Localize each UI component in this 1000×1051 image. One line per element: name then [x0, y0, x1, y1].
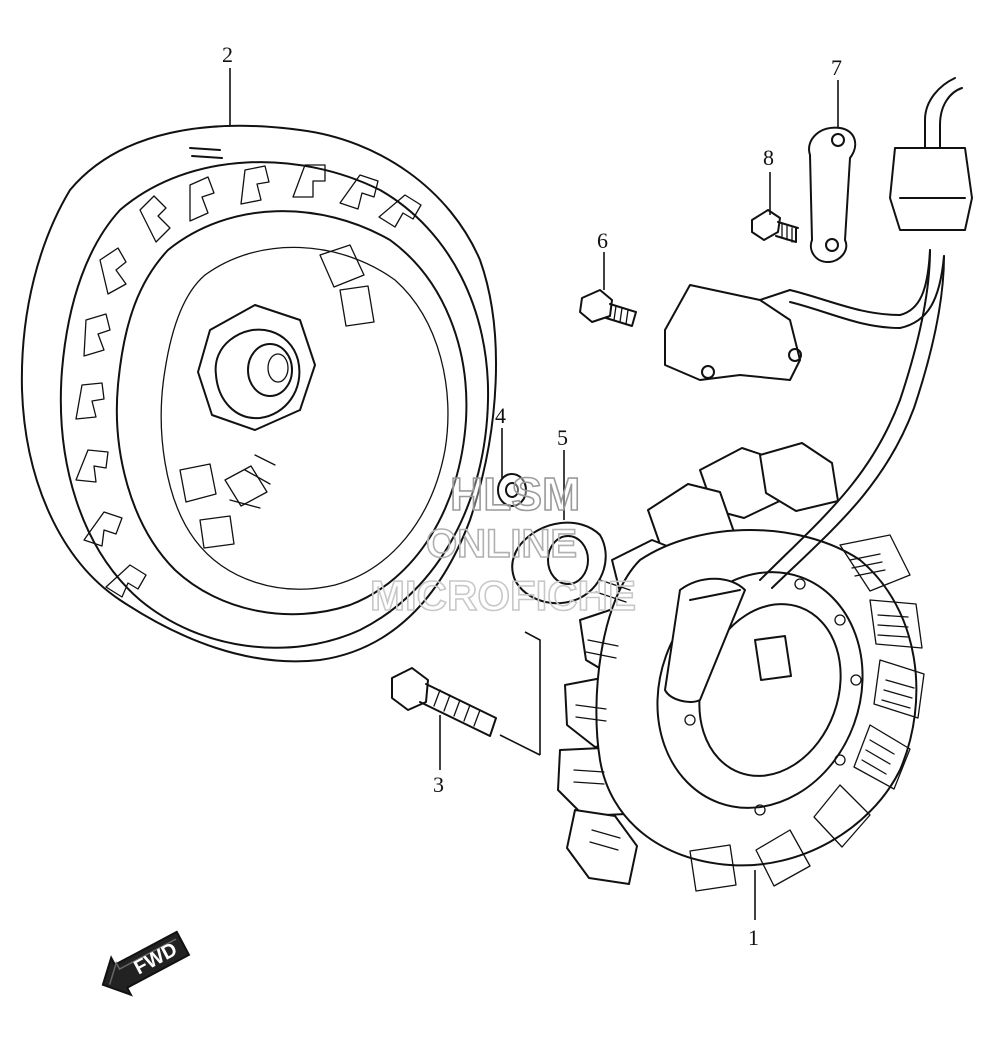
screw-small[interactable]: [751, 209, 799, 243]
bolt-short[interactable]: [579, 289, 637, 327]
callout-7: 7: [831, 55, 842, 80]
callout-labels: 2 7 8 6 4 5 3 1: [222, 42, 842, 950]
callout-4: 4: [495, 403, 506, 428]
watermark: HLSM ONLINE MICROFICHE: [369, 467, 637, 620]
leader-lines: [229, 68, 839, 920]
washer[interactable]: [497, 473, 527, 507]
stator-assembly[interactable]: [557, 442, 925, 892]
watermark-line-3: MICROFICHE: [370, 572, 636, 619]
stator-bolt[interactable]: [391, 667, 497, 737]
watermark-line-1: HLSM: [450, 468, 580, 520]
callout-3: 3: [433, 772, 444, 797]
fwd-arrow-icon: FWD: [101, 930, 191, 997]
callout-8: 8: [763, 145, 774, 170]
callout-1: 1: [748, 925, 759, 950]
rotor-nut[interactable]: [511, 521, 607, 605]
clamp-plate[interactable]: [808, 126, 857, 263]
watermark-line-2: ONLINE: [426, 522, 577, 566]
callout-5: 5: [557, 425, 568, 450]
callout-6: 6: [597, 228, 608, 253]
flywheel-rotor[interactable]: [20, 124, 497, 663]
wire-harness[interactable]: [664, 77, 973, 589]
callout-2: 2: [222, 42, 233, 67]
